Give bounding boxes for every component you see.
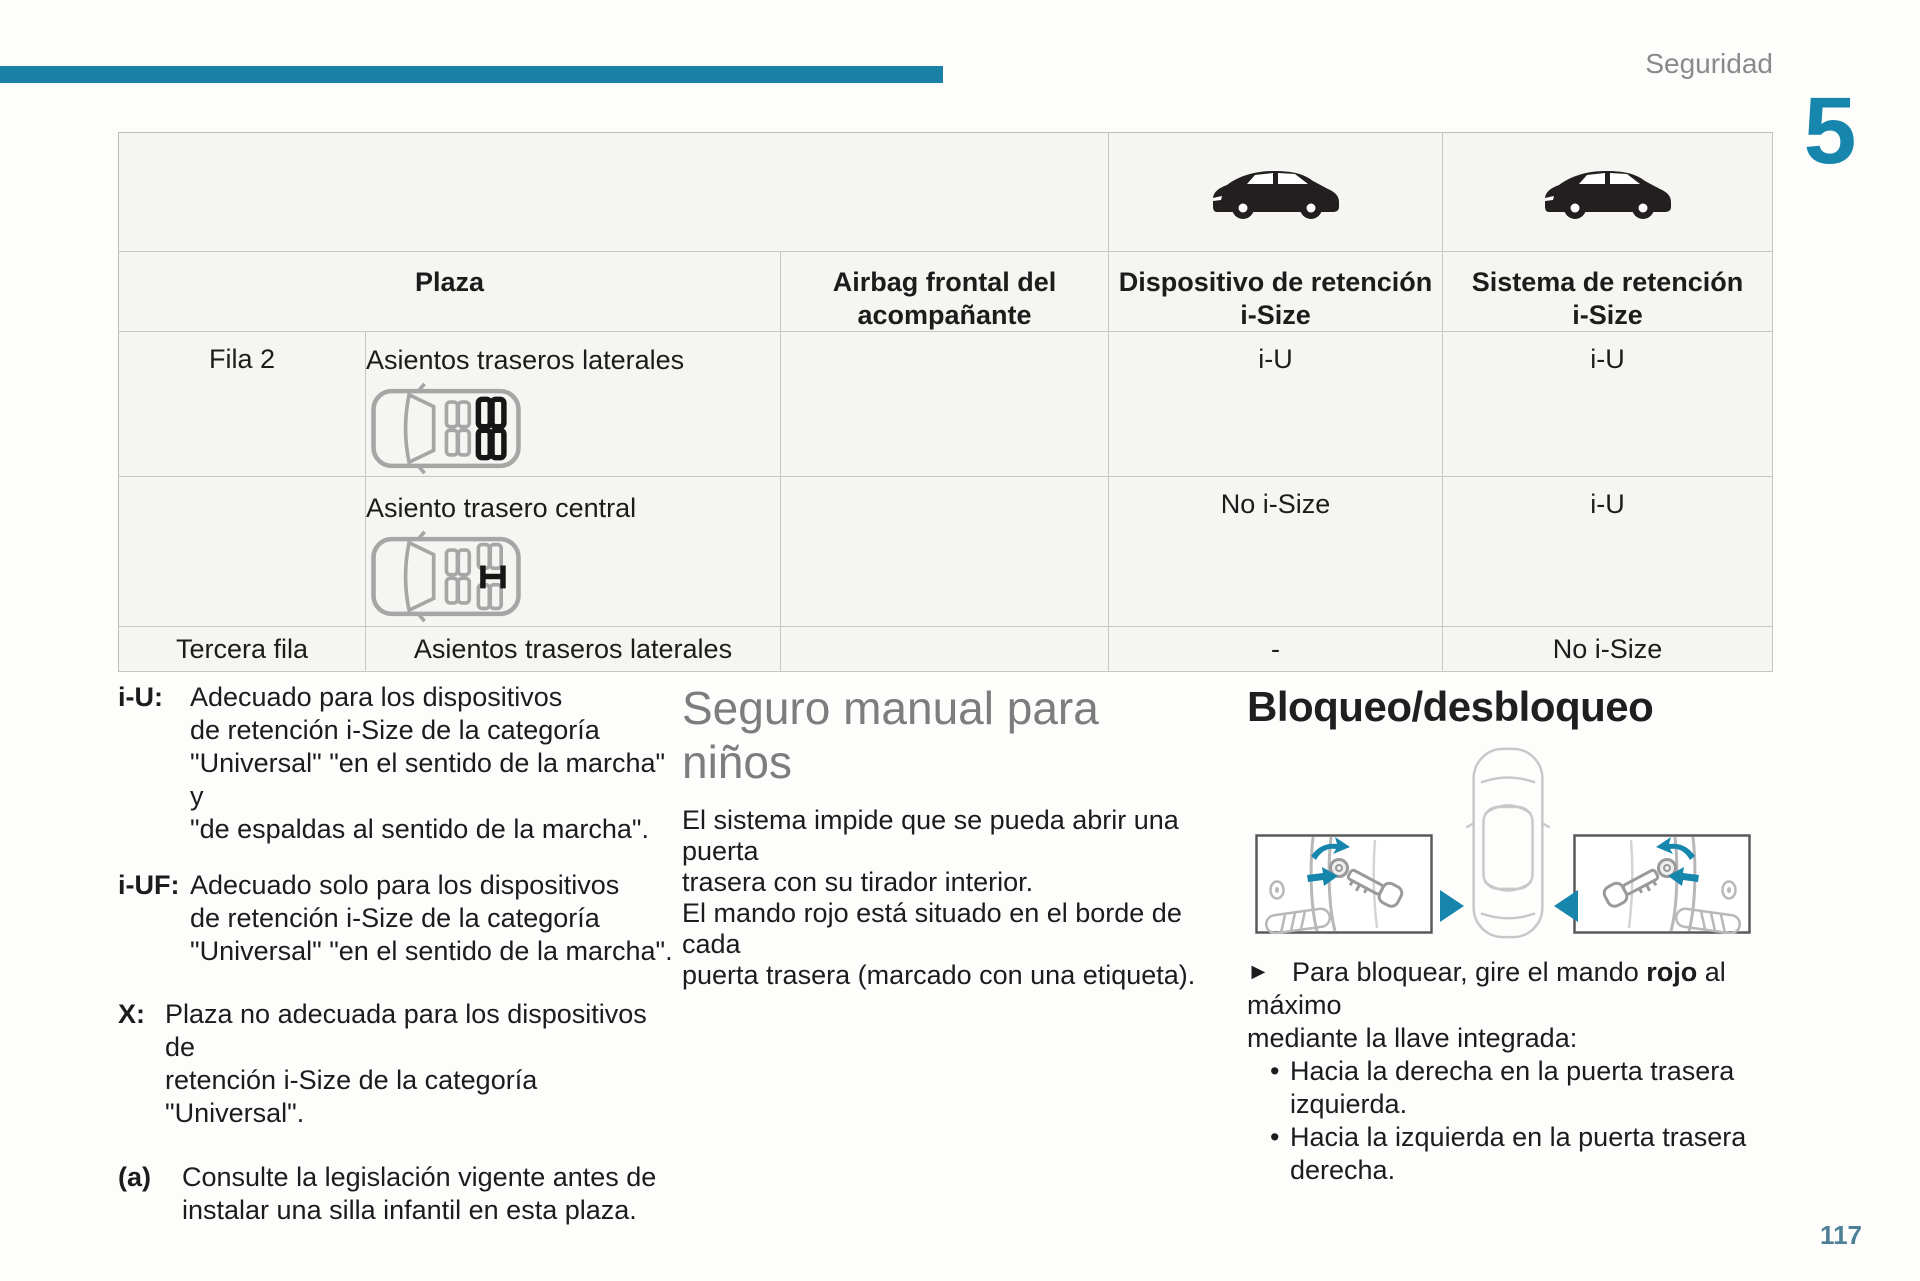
- table-cell-airbag: [781, 332, 1109, 477]
- action-text: al máximo: [1247, 957, 1726, 1020]
- table-cell-value: No i-Size: [1443, 627, 1773, 672]
- legend-line: "de espaldas al sentido de la marcha".: [190, 814, 649, 844]
- legend-term: i-UF:: [118, 870, 180, 900]
- door-lock-detail-right-icon: [1573, 834, 1751, 934]
- column-header-dispositivo: Dispositivo de retención i-Size: [1109, 252, 1443, 332]
- body-line: trasera con su tirador interior.: [682, 867, 1034, 897]
- list-item: • Hacia la derecha en la puerta trasera …: [1247, 1055, 1787, 1121]
- bullet-line: Hacia la derecha en la puerta trasera: [1290, 1056, 1735, 1086]
- section-title-lock: Bloqueo/desbloqueo: [1247, 683, 1654, 730]
- legend-term: X:: [118, 999, 145, 1029]
- section-child-lock: Seguro manual para niños El sistema impi…: [682, 681, 1222, 991]
- seat-map-rear-lateral-icon: [371, 382, 521, 475]
- column-header-sistema: Sistema de retención i-Size: [1443, 252, 1773, 332]
- action-line-1: ► Para bloquear, gire el mando rojo al má…: [1247, 955, 1787, 1022]
- section-label: Seguridad: [1645, 48, 1773, 79]
- legend-line: Adecuado solo para los dispositivos: [190, 870, 620, 900]
- seating-positions-table: Plaza Airbag frontal del acompañante Dis…: [118, 132, 1773, 672]
- legend-line: Consulte la legislación vigente antes de: [182, 1162, 657, 1192]
- legend-entry-iuf: i-UF: Adecuado solo para los dispositivo…: [118, 869, 680, 968]
- bullet-line: derecha.: [1290, 1155, 1396, 1185]
- action-arrow-icon: ►: [1247, 958, 1270, 984]
- body-line: puerta trasera (marcado con una etiqueta…: [682, 960, 1196, 990]
- door-lock-diagram: [1247, 744, 1775, 946]
- door-lock-detail-left-icon: [1255, 834, 1433, 934]
- title-line: niños: [682, 736, 792, 788]
- column-header-plaza: Plaza: [119, 252, 781, 332]
- bullet-icon: •: [1270, 1056, 1280, 1086]
- header-line: Dispositivo de retención: [1118, 267, 1433, 297]
- table-cell-car-icon-2: [1443, 133, 1773, 252]
- table-legend: i-U: Adecuado para los dispositivos de r…: [118, 681, 680, 1250]
- body-line: El sistema impide que se pueda abrir una…: [682, 805, 1179, 866]
- seat-label: Asiento trasero central: [366, 492, 637, 523]
- seat-label: Asientos traseros laterales: [366, 345, 685, 375]
- header-line: Airbag frontal del: [832, 267, 1057, 297]
- table-cell-car-icon-1: [1109, 133, 1443, 252]
- chapter-number: 5: [1803, 78, 1857, 184]
- legend-line: de retención i-Size de la categoría: [190, 715, 600, 745]
- action-text-bold: rojo: [1646, 957, 1698, 987]
- section-body: El sistema impide que se pueda abrir una…: [682, 805, 1222, 991]
- section-title: Seguro manual para niños: [682, 681, 1222, 789]
- legend-line: Plaza no adecuada para los dispositivos …: [165, 999, 647, 1062]
- car-side-icon: [1544, 171, 1671, 219]
- table-cell-airbag: [781, 477, 1109, 627]
- legend-line: retención i-Size de la categoría "Univer…: [165, 1065, 538, 1128]
- teal-rule: [0, 66, 943, 83]
- teal-arrow-left-icon: [1554, 890, 1578, 922]
- legend-entry-iu: i-U: Adecuado para los dispositivos de r…: [118, 681, 680, 846]
- action-line-2: mediante la llave integrada:: [1247, 1023, 1578, 1053]
- header-line: i-Size: [1572, 300, 1643, 330]
- table-cell-seat-central: Asiento trasero central: [366, 477, 781, 627]
- header-line: i-Size: [1240, 300, 1311, 330]
- table-cell-fila: Fila 2: [119, 332, 366, 477]
- table-cell-seat-lateral: Asientos traseros laterales: [366, 332, 781, 477]
- body-line: El mando rojo está situado en el borde d…: [682, 898, 1182, 959]
- table-cell-fila: [119, 477, 366, 627]
- header-line: Sistema de retención: [1471, 267, 1744, 297]
- legend-line: "Universal" "en el sentido de la marcha"…: [190, 936, 673, 966]
- list-item: • Hacia la izquierda en la puerta traser…: [1247, 1121, 1787, 1187]
- table-cell-value: No i-Size: [1109, 477, 1443, 627]
- legend-line: instalar una silla infantil en esta plaz…: [182, 1195, 637, 1225]
- seat-map-rear-central-icon: [371, 530, 521, 622]
- legend-line: de retención i-Size de la categoría: [190, 903, 600, 933]
- lock-instructions: ► Para bloquear, gire el mando rojo al má…: [1247, 955, 1787, 1187]
- header-line: acompañante: [857, 300, 1032, 330]
- bullet-line: izquierda.: [1290, 1089, 1408, 1119]
- table-cell-value: i-U: [1443, 477, 1773, 627]
- legend-entry-x: X: Plaza no adecuada para los dispositiv…: [118, 998, 680, 1130]
- teal-arrow-right-icon: [1440, 890, 1464, 922]
- title-line: Seguro manual para: [682, 682, 1099, 734]
- table-cell-fila: Tercera fila: [119, 627, 366, 672]
- table-cell-airbag: [781, 627, 1109, 672]
- page-number: 117: [1820, 1220, 1862, 1250]
- table-cell-value: i-U: [1109, 332, 1443, 477]
- table-cell-blank: [119, 133, 1109, 252]
- legend-term: (a): [118, 1162, 151, 1192]
- table-cell-value: -: [1109, 627, 1443, 672]
- bullet-line: Hacia la izquierda en la puerta trasera: [1290, 1122, 1747, 1152]
- legend-line: "Universal" "en el sentido de la marcha"…: [190, 748, 666, 811]
- car-side-icon: [1212, 171, 1339, 219]
- bullet-icon: •: [1270, 1122, 1280, 1152]
- legend-entry-a: (a) Consulte la legislación vigente ante…: [118, 1161, 680, 1227]
- table-cell-value: i-U: [1443, 332, 1773, 477]
- action-text: Para bloquear, gire el mando: [1292, 957, 1647, 987]
- column-header-airbag: Airbag frontal del acompañante: [781, 252, 1109, 332]
- car-top-view-icon: [1465, 747, 1551, 939]
- legend-line: Adecuado para los dispositivos: [190, 682, 563, 712]
- table-cell-seat: Asientos traseros laterales: [366, 627, 781, 672]
- legend-term: i-U:: [118, 682, 163, 712]
